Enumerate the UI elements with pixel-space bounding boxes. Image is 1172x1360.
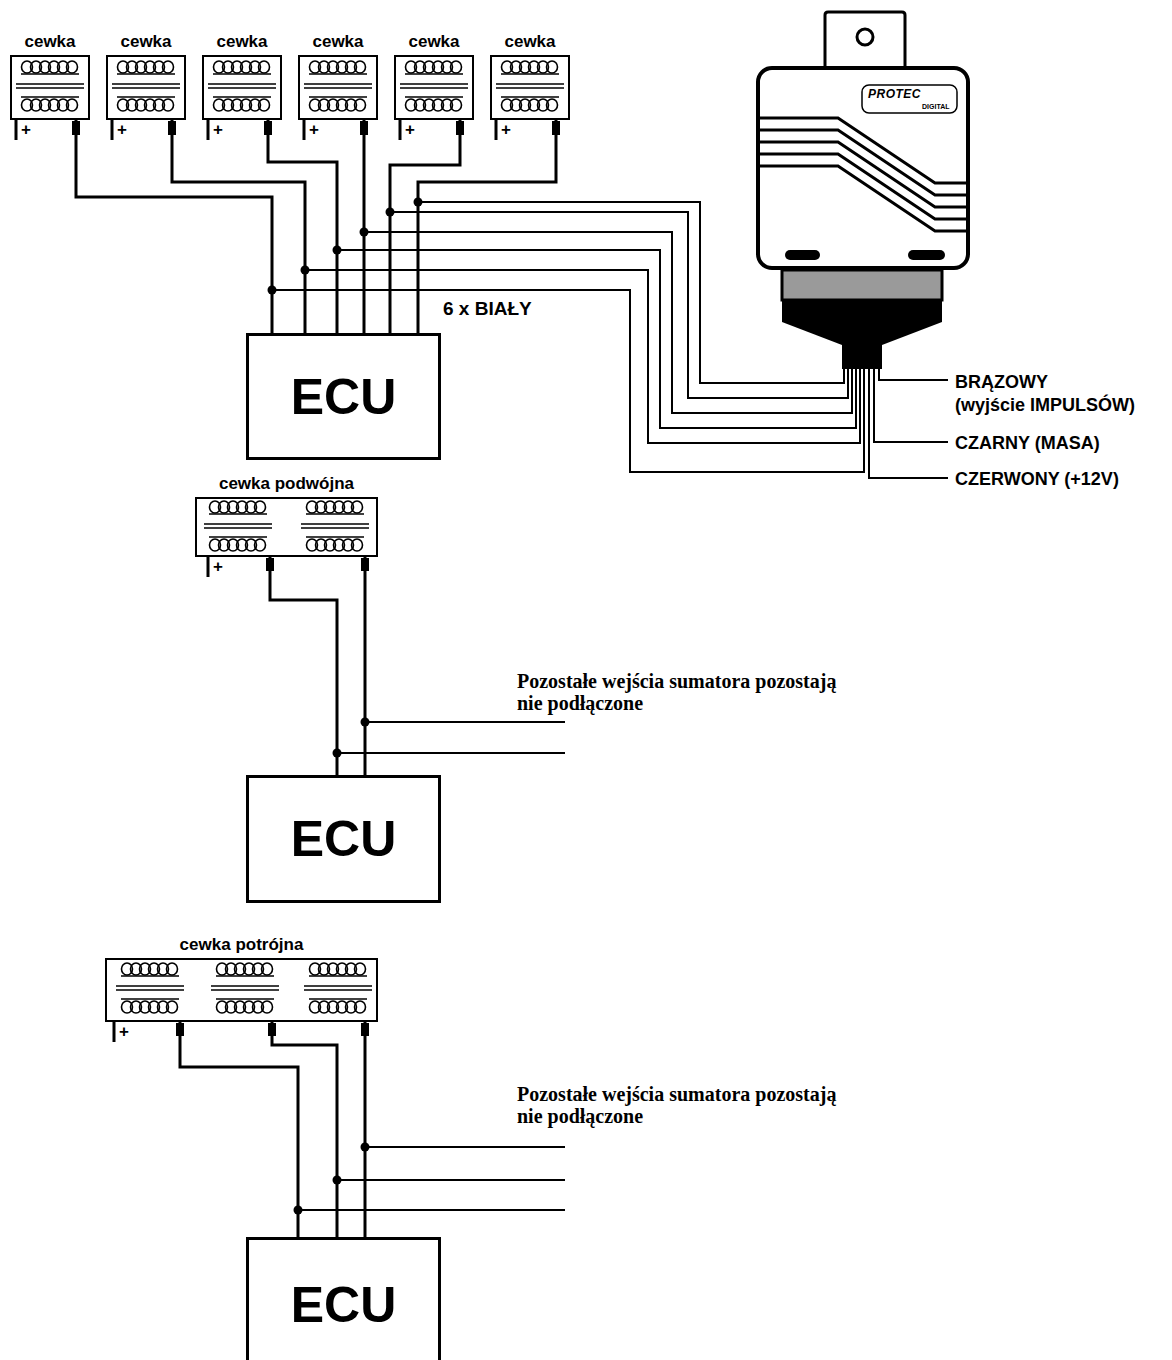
ecu-label: ECU: [291, 811, 397, 867]
note-text: Pozostałe wejścia sumatora pozostają nie…: [517, 1083, 852, 1127]
black-wire: [874, 368, 948, 442]
wire: [364, 1022, 367, 1237]
ignition-coil: cewka+: [490, 55, 570, 120]
ecu-label: ECU: [291, 369, 397, 425]
plus-sign: +: [21, 121, 31, 138]
ecu-box: ECU: [246, 775, 441, 903]
wire: [76, 120, 864, 472]
stripe: [760, 130, 966, 195]
plus-sign: +: [501, 121, 511, 138]
wire: [172, 120, 860, 443]
brand-sub: DIGITAL: [922, 103, 949, 111]
coil-label: cewka potrójna: [180, 935, 304, 955]
wire: [268, 120, 337, 333]
note-text: Pozostałe wejścia sumatora pozostają nie…: [517, 670, 852, 714]
power-wires: [869, 368, 948, 478]
wire: [180, 1022, 298, 1237]
coil-symbol: [304, 963, 372, 1013]
wire: [418, 120, 844, 383]
plus-terminal: [16, 120, 496, 140]
coil-label: cewka: [312, 32, 363, 52]
ignition-coil: cewka+: [10, 55, 90, 120]
ecu-label: ECU: [291, 1277, 397, 1333]
coil-symbol: [304, 61, 372, 111]
brand-logo: PROTEC: [868, 88, 921, 101]
red-wire: [869, 368, 948, 478]
wire-color-label: CZERWONY (+12V): [955, 468, 1119, 490]
ignition-coil: cewka+: [298, 55, 378, 120]
connector-shell: [782, 300, 942, 345]
plus-sign: +: [213, 121, 223, 138]
wire: [364, 557, 367, 775]
coil-label: cewka: [408, 32, 459, 52]
housing-stripes: [760, 118, 966, 231]
wire: [390, 120, 848, 398]
coil-label: cewka: [504, 32, 555, 52]
wire-color-label: 6 x BIAŁY: [443, 298, 532, 320]
minus-terminals: [72, 121, 560, 1036]
coil-label: cewka: [120, 32, 171, 52]
ignition-coil: cewka+: [202, 55, 282, 120]
plus-sign: +: [119, 1023, 129, 1040]
coil-symbol: [301, 501, 369, 551]
coil-label: cewka: [24, 32, 75, 52]
wire: [418, 120, 556, 333]
plus-sign: +: [309, 121, 319, 138]
coil-symbol: [496, 61, 564, 111]
coil-symbol: [208, 61, 276, 111]
wire-function-label: (wyjście IMPULSÓW): [955, 394, 1135, 416]
plus-sign: +: [213, 558, 223, 575]
brown-wire: [879, 368, 948, 380]
coil-symbol: [112, 61, 180, 111]
plus-sign: +: [405, 121, 415, 138]
coil-symbol: [204, 501, 272, 551]
wire: [364, 120, 852, 413]
plus-terminals: [16, 120, 496, 1042]
wire: [270, 557, 337, 775]
wire: [272, 1022, 337, 1237]
plus-terminal: [207, 557, 210, 577]
coil-symbol: [400, 61, 468, 111]
stripe: [760, 166, 966, 231]
coil-label: cewka podwójna: [219, 474, 354, 494]
coil-label: cewka: [216, 32, 267, 52]
protec-module: [758, 12, 968, 369]
connector-plug: [842, 344, 882, 369]
mounting-hole: [857, 29, 873, 45]
wire-color-label: BRĄZOWY: [955, 371, 1048, 393]
ignition-coil: cewka+: [106, 55, 186, 120]
triple-coil: cewka potrójna+: [105, 958, 378, 1022]
wire: [172, 120, 305, 333]
coil-symbol: [116, 963, 184, 1013]
wire: [268, 120, 856, 428]
coil-windings: [16, 61, 564, 1013]
connector-band: [782, 270, 942, 300]
wire-color-label: CZARNY (MASA): [955, 432, 1100, 454]
housing-slot: [785, 250, 820, 260]
ecu-box: ECU: [246, 1237, 441, 1360]
junction-dots: [268, 198, 423, 1215]
plus-terminal: [113, 1022, 116, 1042]
module-housing: [758, 68, 968, 268]
mounting-tab: [825, 12, 905, 72]
logo-frame: [862, 85, 957, 113]
ignition-coil: cewka+: [394, 55, 474, 120]
double-coil: cewka podwójna+: [195, 497, 378, 557]
stripe: [760, 118, 966, 183]
plus-sign: +: [117, 121, 127, 138]
housing-slot: [908, 250, 945, 260]
coil-symbol: [211, 963, 279, 1013]
ecu-box: ECU: [246, 333, 441, 460]
coil-symbol: [16, 61, 84, 111]
protec-module: PROTECDIGITAL: [758, 12, 970, 368]
wire: [76, 120, 272, 333]
stripe: [760, 142, 966, 207]
stripe: [760, 154, 966, 219]
open-wire: [337, 722, 565, 753]
